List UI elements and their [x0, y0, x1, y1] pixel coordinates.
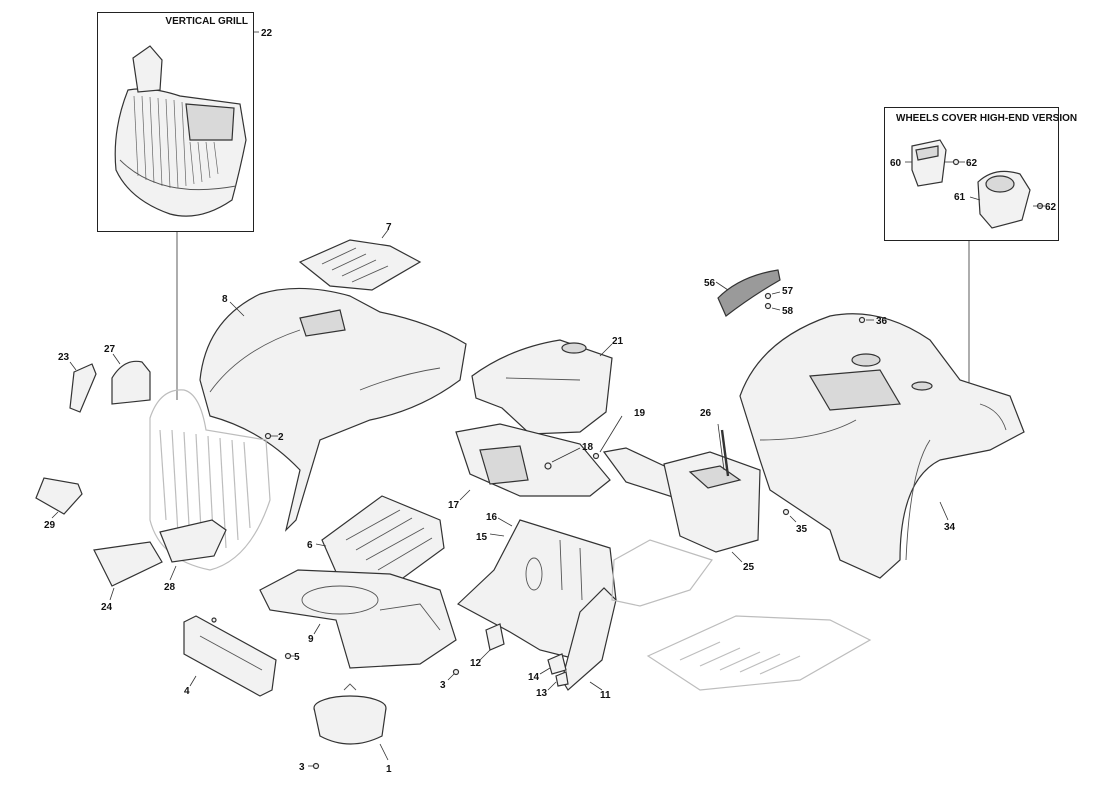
- callout-1: 1: [386, 764, 392, 775]
- part-12-bracket: [485, 623, 505, 651]
- callout-9: 9: [308, 634, 314, 645]
- callout-19: 19: [634, 408, 646, 419]
- callout-18: 18: [582, 442, 594, 453]
- callout-58: 58: [782, 306, 794, 317]
- callout-27: 27: [104, 344, 116, 355]
- part-9-lower-shroud: [259, 569, 457, 669]
- callout-36: 36: [876, 316, 888, 327]
- part-27: [111, 360, 151, 405]
- wheels-cover-title: WHEELS COVER HIGH-END VERSION: [896, 113, 1078, 124]
- callout-12: 12: [470, 658, 482, 669]
- callout-60: 60: [890, 158, 902, 169]
- callout-5: 5: [294, 652, 300, 663]
- callout-3-lower: 3: [299, 762, 305, 773]
- wheels-cover-parts: [911, 139, 1044, 229]
- part-21-cover: [471, 339, 613, 435]
- callout-24: 24: [101, 602, 113, 613]
- callout-14: 14: [528, 672, 540, 683]
- callout-17: 17: [448, 500, 460, 511]
- callout-57: 57: [782, 286, 794, 297]
- callout-61: 61: [954, 192, 966, 203]
- callout-26: 26: [700, 408, 712, 419]
- callout-11: 11: [600, 690, 611, 701]
- callout-21: 21: [612, 336, 624, 347]
- callout-13: 13: [536, 688, 548, 699]
- part-7-top-grid: [298, 239, 422, 291]
- callout-62-upper: 62: [966, 158, 978, 169]
- callout-15: 15: [476, 532, 488, 543]
- callout-16: 16: [486, 512, 498, 523]
- callout-62-lower: 62: [1045, 202, 1057, 213]
- part-56-handle: [717, 269, 781, 317]
- callout-23: 23: [58, 352, 70, 363]
- part-13-14-clips: [547, 653, 569, 687]
- ghost-floor-mats: [611, 539, 872, 691]
- callout-28: 28: [164, 582, 176, 593]
- part-8-hood: [199, 287, 467, 532]
- callout-3-upper: 3: [440, 680, 446, 691]
- part-24: [93, 541, 163, 587]
- callout-56: 56: [704, 278, 716, 289]
- vertical-grill-part: [114, 45, 247, 217]
- part-4-bracket: [183, 615, 277, 697]
- part-1-ring: [313, 683, 387, 745]
- vertical-grill-title: VERTICAL GRILL: [165, 16, 248, 27]
- callout-34: 34: [944, 522, 956, 533]
- callout-25: 25: [743, 562, 755, 573]
- part-17-tray: [455, 423, 611, 497]
- callout-35: 35: [796, 524, 808, 535]
- callout-22: 22: [261, 28, 273, 39]
- callout-8: 8: [222, 294, 228, 305]
- callout-2: 2: [278, 432, 284, 443]
- part-28: [159, 519, 227, 563]
- callout-6: 6: [307, 540, 313, 551]
- part-25-tunnel: [602, 447, 761, 553]
- part-23: [69, 363, 97, 413]
- part-29: [35, 477, 83, 515]
- callout-7: 7: [386, 222, 392, 233]
- callout-29: 29: [44, 520, 56, 531]
- part-34-rear-body: [739, 313, 1025, 579]
- callout-4: 4: [184, 686, 190, 697]
